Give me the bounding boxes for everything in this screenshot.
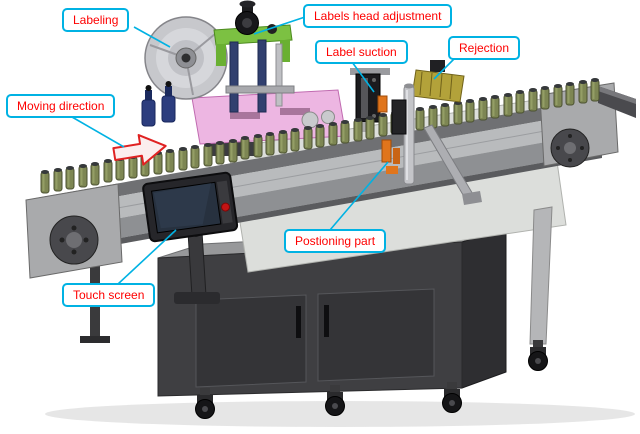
callout-labels-head-adjustment: Labels head adjustment <box>303 4 453 28</box>
door-handle-right <box>324 305 329 337</box>
rejection-unit <box>381 60 482 205</box>
cabinet <box>157 227 507 419</box>
callout-touch-screen: Touch screen <box>62 283 156 307</box>
label-roll-disc <box>144 16 228 100</box>
leader-moving-direction <box>71 116 125 148</box>
moving-direction-arrow <box>112 134 167 166</box>
callout-labeling: Labeling <box>62 8 130 32</box>
leader-label-suction <box>351 61 375 93</box>
leader-positioning-part <box>329 161 389 231</box>
cabinet-door-right <box>317 288 435 382</box>
leader-touch-screen <box>117 229 177 285</box>
bottle-grippers <box>141 81 176 127</box>
leader-labeling <box>133 26 171 48</box>
emergency-stop-button[interactable] <box>220 202 230 212</box>
leader-lines <box>71 16 456 285</box>
callout-rejection: Rejection <box>448 36 521 60</box>
positioning-clamp <box>381 139 392 163</box>
callout-moving-direction: Moving direction <box>6 94 116 118</box>
door-handle-left <box>296 306 301 338</box>
callout-positioning-part: Postioning part <box>284 229 387 253</box>
cabinet-door-left <box>195 294 307 388</box>
right-support-leg <box>528 206 553 371</box>
callout-label-suction: Label suction <box>315 40 408 64</box>
touch-screen-display[interactable] <box>151 181 222 234</box>
touch-screen-unit <box>142 171 239 304</box>
label-head-assembly <box>213 0 295 113</box>
leader-head-adjustment <box>253 16 306 35</box>
leader-rejection <box>433 57 456 80</box>
